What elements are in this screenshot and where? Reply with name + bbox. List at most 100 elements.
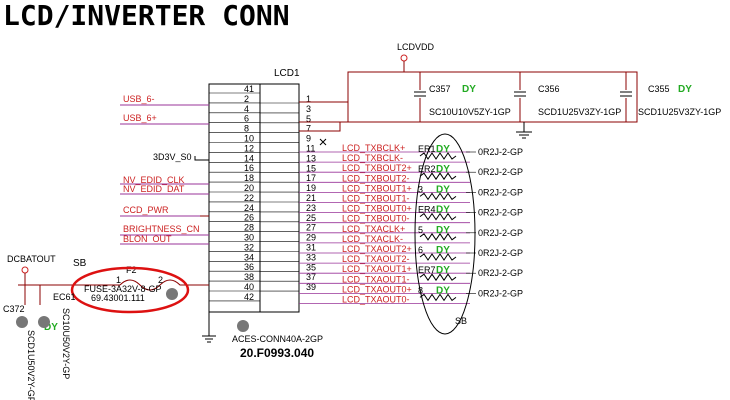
right-net-label: LCD_TXAOUT1- (342, 274, 410, 284)
resistor-dy: DY (436, 225, 450, 236)
connector-left-pin-number: 16 (244, 163, 254, 173)
cap-c356-value: SCD1U25V3ZY-1GP (538, 107, 621, 117)
cap-plates (414, 91, 632, 97)
right-net-label: LCD_TXAOUT1+ (342, 264, 412, 274)
right-net-label: LCD_TXBOUT0- (342, 214, 410, 224)
connector-right-pin-number: 15 (306, 163, 316, 173)
connector-left-pin-number: 14 (244, 153, 254, 163)
resistor-dy: DY (436, 285, 450, 296)
fuse-ref: F2 (126, 265, 137, 275)
resistor-dy: DY (436, 265, 450, 276)
right-net-label: LCD_TXAOUT2+ (342, 244, 412, 254)
resistor-value: 0R2J-2-GP (478, 288, 523, 298)
connector-right-pin-number: 9 (306, 134, 311, 144)
dcbatout-power-symbol (21, 266, 29, 274)
resistor-dy: DY (436, 205, 450, 216)
connector-left-pin-number: 28 (244, 223, 254, 233)
connector-ground (202, 311, 216, 343)
resistor-value: 0R2J-2-GP (478, 268, 523, 278)
resistor-value: 0R2J-2-GP (478, 187, 523, 197)
connector-left-pin-number: 34 (244, 252, 254, 262)
cap-c372-ref: C372 (3, 304, 25, 314)
connector-right-pin-number: 17 (306, 173, 316, 183)
connector-left-pin-number: 4 (244, 104, 249, 114)
net-usb-pos: USB_6+ (123, 113, 157, 123)
connector-right-pin-number: 23 (306, 203, 316, 213)
cap-c357-value: SC10U10V5ZY-1GP (429, 107, 511, 117)
fuse-value: FUSE-3A32V-8-GP (84, 284, 162, 294)
connector-right-pin-number: 11 (306, 144, 315, 154)
right-net-labels: LCD_TXBCLK+LCD_TXBCLK-LCD_TXBOUT2+LCD_TX… (299, 143, 523, 305)
fuse-symbol (119, 279, 190, 291)
connector-left-pin-number: 42 (244, 292, 254, 302)
c372-mount-icon (16, 316, 28, 328)
cap-c355-ref: C355 (648, 84, 670, 94)
fuse-pin1: 1 (116, 275, 121, 285)
resistor-symbol (419, 212, 457, 221)
connector-right-pin-number: 33 (306, 252, 316, 262)
connector-left-pin-number: 41 (244, 84, 254, 94)
connector-right-pin-number: 5 (306, 114, 311, 124)
connector-right-pin-number: 19 (306, 183, 316, 193)
power-3d3v-wire (194, 156, 209, 161)
resistor-ref: ER7 (418, 265, 436, 275)
resistor-symbol (419, 172, 457, 181)
right-net-label: LCD_TXAOUT2- (342, 254, 410, 264)
dcbatout-wire (18, 273, 209, 286)
resistor-symbol (419, 253, 457, 261)
connector-left-pin-number: 40 (244, 282, 254, 292)
fuse-highlight-ellipse (70, 266, 190, 314)
resistor-value: 0R2J-2-GP (478, 208, 523, 218)
connector-right-pin-number: 21 (306, 193, 316, 203)
connector-left-pin-number: 30 (244, 233, 254, 243)
resistor-value: 0R2J-2-GP (478, 167, 523, 177)
resistor-dy: DY (436, 245, 450, 256)
connector-left-pin-number: 36 (244, 262, 254, 272)
resistor-group-label: SB (455, 316, 467, 326)
cap-bottom-wires (419, 98, 627, 122)
connector-left-pin-number: 18 (244, 173, 254, 183)
cap-c356-ref: C356 (538, 84, 560, 94)
lcdvdd-rail (347, 61, 638, 123)
net-edid-dat: NV_EDID_DAT (123, 184, 185, 194)
connector-left-pin-number: 38 (244, 272, 254, 282)
net-edid-clk: NV_EDID_CLK (123, 175, 185, 185)
connector-left-pin-number: 6 (244, 114, 249, 124)
cap-ec61-ref: EC61 (53, 292, 76, 302)
connector-power-wires (299, 72, 349, 132)
connector-left-pin-number: 12 (244, 143, 254, 153)
resistor-ref: ER1 (418, 144, 436, 154)
resistor-dy: DY (436, 164, 450, 175)
connector-left-pin-number: 26 (244, 213, 254, 223)
cap-c357-dy: DY (462, 84, 476, 95)
cap-c355-dy: DY (678, 84, 692, 95)
resistor-symbol (419, 232, 457, 241)
net-brightness: BRIGHTNESS_CN (123, 224, 200, 234)
resistor-symbol (419, 273, 457, 282)
right-net-label: LCD_TXBOUT0+ (342, 204, 412, 214)
connector-left-pin-number: 8 (244, 124, 249, 134)
connector-right-pin-number: 25 (306, 213, 316, 223)
resistor-group-outline (414, 133, 476, 335)
resistor-dy: DY (436, 184, 450, 195)
right-net-label: LCD_TXBOUT1+ (342, 183, 412, 193)
connector-mount-icon (237, 320, 249, 332)
resistor-ref: 6 (418, 245, 423, 255)
fuse-part-number: 69.43001.111 (91, 293, 145, 303)
cap-ec61-value: SC10U50V2Y-GP (61, 308, 71, 379)
connector-right-pin-number: 35 (306, 262, 316, 272)
connector-right-pin-number: 1 (306, 94, 311, 104)
net-ccd-pwr: CCD_PWR (123, 205, 169, 215)
resistor-value: 0R2J-2-GP (478, 147, 523, 157)
left-net-wires (120, 104, 209, 245)
cap-c372-value: SCD1U50V2Y-GP (26, 330, 36, 400)
net-3d3v: 3D3V_S0 (153, 152, 192, 162)
connector-body (208, 83, 300, 313)
ec61-mount-icon (38, 316, 50, 328)
connector-left-pin-number: 10 (244, 134, 254, 144)
connector-left-pin-number: 2 (244, 94, 249, 104)
resistor-ref: 3 (418, 184, 423, 194)
